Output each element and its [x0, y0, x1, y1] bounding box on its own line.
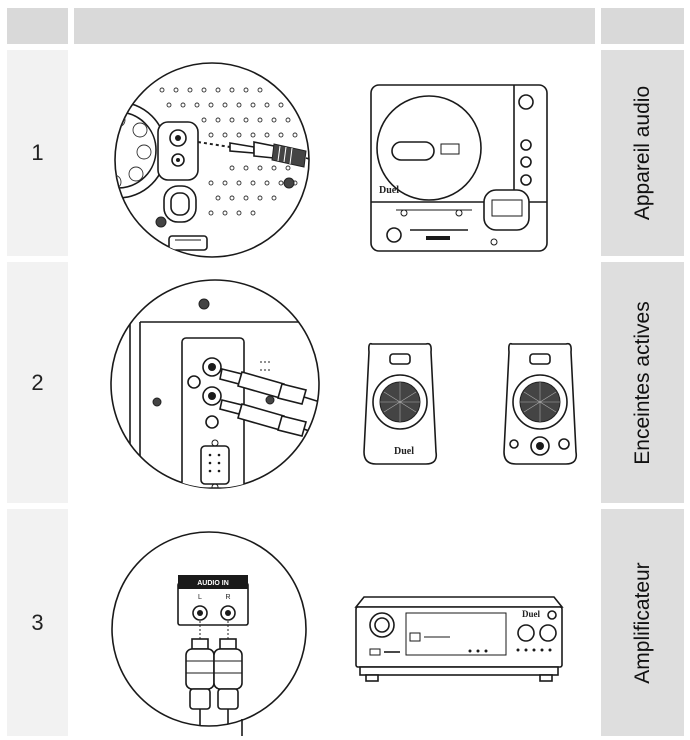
row-number-label: 1 — [31, 140, 44, 165]
row-3-diagram: AUDIO IN L R — [74, 509, 595, 736]
row-3-device-label: Amplificateur — [601, 509, 684, 736]
row-2-diagram: Duel — [74, 262, 595, 503]
device-label-amplifier: Amplificateur — [630, 561, 654, 684]
row-3-number: 3 — [7, 509, 68, 736]
brand-logo: Duel — [379, 185, 399, 196]
device-label-active-speakers: Enceintes actives — [630, 300, 654, 465]
cd-player-connection-diagram: Duel — [114, 62, 548, 258]
amplifier-connection-diagram: AUDIO IN L R — [111, 531, 564, 736]
row-1-device-label: Appareil audio — [601, 50, 684, 256]
active-speakers-connection-diagram: Duel — [110, 279, 578, 489]
header-cell-diagram — [74, 8, 595, 44]
device-label-audio-device: Appareil audio — [630, 85, 654, 221]
row-1-diagram: Duel — [74, 50, 595, 258]
cd-player-device: Duel — [370, 84, 548, 252]
brand-logo: Duel — [394, 446, 414, 457]
row-number-label: 3 — [31, 609, 44, 635]
row-2-device-label: Enceintes actives — [601, 262, 684, 503]
row-number-label: 2 — [31, 369, 44, 395]
header-cell-device — [601, 8, 684, 44]
speaker-left: Duel — [363, 342, 438, 465]
brand-logo: Duel — [522, 609, 540, 619]
speaker-grill-dots — [159, 87, 305, 216]
row-1-number: 1 — [7, 50, 68, 256]
header-cell-number — [7, 8, 68, 44]
speaker-right — [503, 342, 578, 465]
row-2-number: 2 — [7, 262, 68, 503]
audio-in-label: AUDIO IN — [197, 580, 229, 587]
audio-in-left-label: L — [198, 594, 202, 601]
audio-in-right-label: R — [225, 594, 230, 601]
amplifier-device: Duel — [354, 596, 564, 682]
